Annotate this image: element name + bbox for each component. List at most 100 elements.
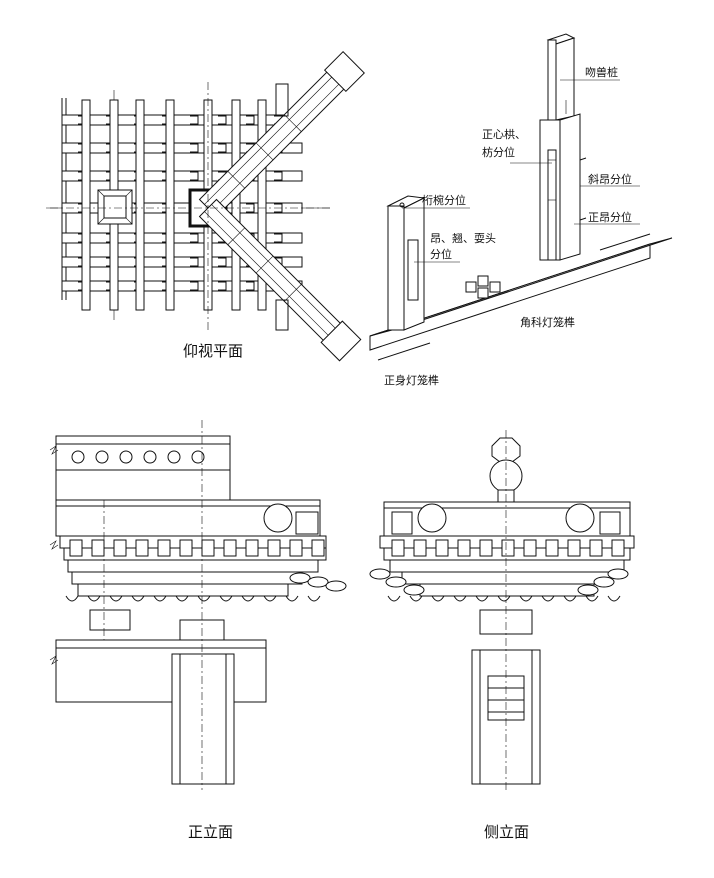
dou-block <box>391 539 405 557</box>
plan-column <box>81 99 91 311</box>
dou-block <box>501 539 515 557</box>
dou-block <box>523 539 537 557</box>
lantern-post-perspective <box>369 33 673 361</box>
plan-view-caption: 仰视平面 <box>183 342 243 360</box>
label-ang-line2: 分位 <box>430 247 452 261</box>
beam-hole <box>167 450 181 464</box>
ang-tip <box>607 568 629 580</box>
plan-bracket <box>218 257 227 267</box>
dou-block <box>135 539 149 557</box>
front-elevation-drawing <box>49 420 347 790</box>
dou-block <box>435 539 449 557</box>
gong-arm <box>241 595 255 602</box>
label-xieang-fenwei: 斜昂分位 <box>588 172 632 186</box>
plan-bracket <box>218 281 227 291</box>
beam-hole <box>191 450 205 464</box>
dou-block <box>479 539 493 557</box>
plan-bracket <box>218 143 227 153</box>
label-corner-lantern-post: 角科灯笼榫 <box>520 315 575 329</box>
dou-block <box>201 539 215 557</box>
gong-arm <box>197 595 211 602</box>
beam-hole <box>119 450 133 464</box>
gong-arm <box>563 595 577 602</box>
plan-bracket <box>246 281 255 291</box>
plan-view-drawing <box>46 51 365 362</box>
dou-block <box>413 539 427 557</box>
dou-block <box>157 539 171 557</box>
gong-arm <box>285 595 299 602</box>
ang-tip <box>325 580 347 592</box>
label-hengwan-fenwei: 桁椀分位 <box>422 193 466 207</box>
gong-arm <box>519 595 533 602</box>
gong-arm <box>153 595 167 602</box>
gong-arm <box>387 595 401 602</box>
dou-block <box>69 539 83 557</box>
gong-arm <box>585 595 599 602</box>
dou-block <box>545 539 559 557</box>
ang-tip <box>369 568 391 580</box>
plan-bracket <box>190 233 199 243</box>
plan-bracket <box>246 115 255 125</box>
gong-arm <box>131 595 145 602</box>
ang-tip <box>307 576 329 588</box>
plan-beam-row <box>61 256 303 268</box>
gong-arm <box>475 595 489 602</box>
label-zhengang-fenwei: 正昂分位 <box>588 210 632 224</box>
plan-bracket <box>190 171 199 181</box>
beam-hole <box>143 450 157 464</box>
plan-column <box>165 99 175 311</box>
gong-arm <box>607 595 621 602</box>
dou-block <box>289 539 303 557</box>
beam-hole <box>95 450 109 464</box>
plan-beam-row <box>61 170 303 182</box>
gong-arm <box>87 595 101 602</box>
gong-arm <box>175 595 189 602</box>
plan-beam-row <box>61 232 303 244</box>
side-elevation-drawing <box>369 430 635 790</box>
gong-arm <box>541 595 555 602</box>
plan-bracket <box>190 281 199 291</box>
ang-tip <box>403 584 425 596</box>
dou-block <box>457 539 471 557</box>
plan-bracket <box>190 115 199 125</box>
plan-bracket <box>274 233 283 243</box>
gong-arm <box>65 595 79 602</box>
ang-tip <box>593 576 615 588</box>
dou-block <box>179 539 193 557</box>
label-fang-fenwei: 枋分位 <box>482 145 515 159</box>
gong-arm <box>409 595 423 602</box>
plan-bracket <box>274 171 283 181</box>
dou-block <box>611 539 625 557</box>
label-wenshou-post: 吻兽桩 <box>585 65 618 79</box>
dou-block <box>589 539 603 557</box>
side-elevation-caption: 侧立面 <box>484 823 529 841</box>
plan-column <box>231 99 241 311</box>
gong-arm <box>263 595 277 602</box>
gong-arm <box>219 595 233 602</box>
label-zhengxin-gong: 正心栱、 <box>482 127 526 141</box>
dou-block <box>113 539 127 557</box>
front-elevation-caption: 正立面 <box>188 823 233 841</box>
gong-arm <box>497 595 511 602</box>
dou-block <box>245 539 259 557</box>
dou-block <box>91 539 105 557</box>
gong-arm <box>307 595 321 602</box>
beam-hole <box>71 450 85 464</box>
gong-arm <box>109 595 123 602</box>
gong-arm <box>453 595 467 602</box>
plan-beam-row <box>61 142 303 154</box>
dou-block <box>223 539 237 557</box>
label-body-lantern-post: 正身灯笼榫 <box>384 373 439 387</box>
plan-bracket <box>190 143 199 153</box>
dou-block <box>311 539 325 557</box>
gong-arm <box>431 595 445 602</box>
plan-column <box>257 99 267 311</box>
plan-column <box>135 99 145 311</box>
plan-bracket <box>190 257 199 267</box>
ang-tip <box>577 584 599 596</box>
plan-bracket <box>218 115 227 125</box>
dou-block <box>567 539 581 557</box>
dou-block <box>267 539 281 557</box>
label-ang-line1: 昂、翘、耍头 <box>430 232 496 245</box>
